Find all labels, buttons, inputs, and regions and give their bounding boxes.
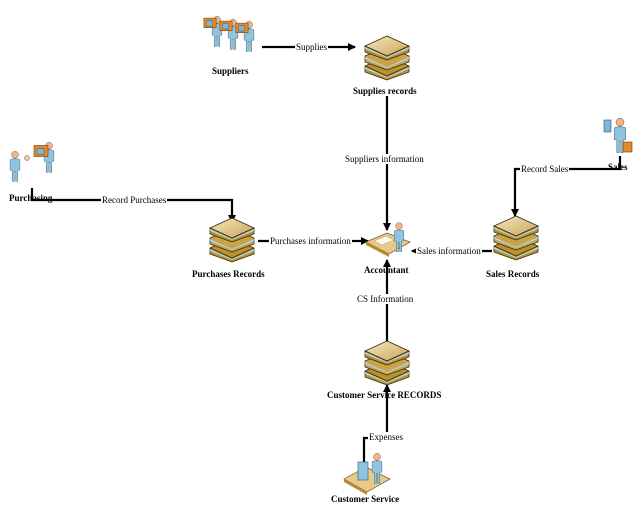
- node-label-purchasing: Purchasing: [9, 193, 53, 203]
- node-label-customer-service: Customer Service: [331, 494, 400, 504]
- purchasing-icon: [9, 141, 55, 182]
- supplies-records-icon: [364, 35, 410, 81]
- edge-label-suppliers-information: Suppliers information: [344, 154, 425, 164]
- sales-icon: [603, 117, 633, 153]
- edge-label-expenses: Expenses: [368, 432, 404, 442]
- cs-records-icon: [364, 340, 410, 386]
- node-label-accountant: Accountant: [364, 265, 409, 275]
- edge-label-cs-information: CS Information: [356, 294, 415, 304]
- accountant-icon: [365, 222, 411, 257]
- node-label-purchases-records: Purchases Records: [192, 269, 265, 279]
- node-label-sales-records: Sales Records: [486, 269, 540, 279]
- purchases-records-icon: [209, 217, 255, 263]
- node-label-suppliers: Suppliers: [212, 66, 249, 76]
- customer-service-icon: [343, 453, 391, 495]
- edge-record-purchases: [30, 188, 236, 223]
- node-label-sales: Sales: [608, 162, 628, 172]
- edge-label-purchases-information: Purchases information: [269, 236, 352, 246]
- edge-label-record-purchases: Record Purchases: [101, 195, 168, 205]
- edge-label-sales-information: Sales information: [416, 246, 482, 256]
- suppliers-icon: [203, 15, 255, 52]
- edge-label-record-sales: Record Sales: [520, 164, 570, 174]
- node-label-supplies-records: Supplies records: [353, 86, 417, 96]
- node-label-cs-records: Customer Service RECORDS: [327, 390, 442, 400]
- edge-label-supplies: Supplies: [295, 42, 329, 52]
- sales-records-icon: [493, 215, 539, 261]
